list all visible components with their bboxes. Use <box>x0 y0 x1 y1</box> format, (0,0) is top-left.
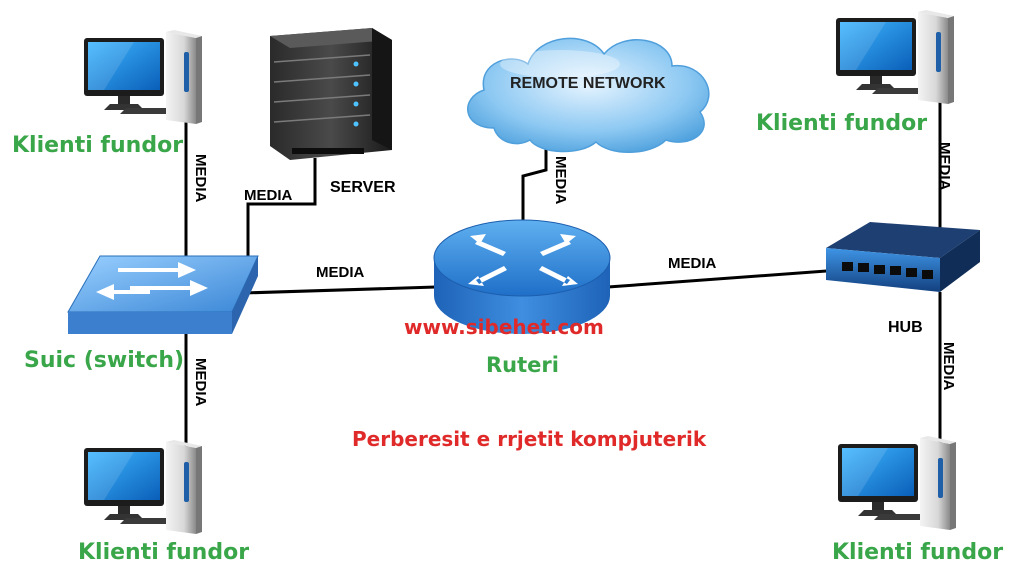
watermark: www.sibehet.com <box>404 315 604 339</box>
label-cloud: REMOTE NETWORK <box>510 75 666 92</box>
media-label: MEDIA <box>192 154 209 203</box>
desktop-computer-icon <box>84 440 202 534</box>
label-switch: Suic (switch) <box>24 348 184 373</box>
router-icon <box>433 219 611 334</box>
cloud-icon <box>467 37 710 153</box>
cable-router-hub <box>607 268 841 289</box>
media-label: MEDIA <box>244 187 293 204</box>
network-switch-icon <box>67 255 259 334</box>
desktop-computer-icon <box>838 436 956 530</box>
network-hub-icon <box>826 222 980 292</box>
hub-ports <box>842 262 933 279</box>
server-rack-icon <box>270 28 392 160</box>
diagram-caption: Perberesit e rrjetit kompjuterik <box>352 427 707 451</box>
label-server: SERVER <box>330 179 396 196</box>
label-client-top-right: Klienti fundor <box>756 111 927 136</box>
label-client-top-left: Klienti fundor <box>12 133 183 158</box>
cables <box>184 100 942 452</box>
router-arrows-icon <box>468 234 578 286</box>
media-label: MEDIA <box>192 358 209 407</box>
cable-switch-router <box>243 285 437 295</box>
desktop-computer-icon <box>84 30 202 124</box>
label-hub: HUB <box>888 319 923 336</box>
label-router: Ruteri <box>486 353 559 377</box>
media-label: MEDIA <box>936 142 953 191</box>
label-client-bottom-left: Klienti fundor <box>78 540 249 565</box>
cable-server <box>246 158 317 258</box>
media-label: MEDIA <box>940 342 957 391</box>
cable-cloud <box>521 140 548 224</box>
media-label: MEDIA <box>316 264 365 281</box>
media-label: MEDIA <box>668 255 717 272</box>
desktop-computer-icon <box>836 10 954 104</box>
label-client-bottom-right: Klienti fundor <box>832 540 1003 565</box>
switch-arrows-icon <box>96 262 208 300</box>
media-label: MEDIA <box>552 156 569 205</box>
